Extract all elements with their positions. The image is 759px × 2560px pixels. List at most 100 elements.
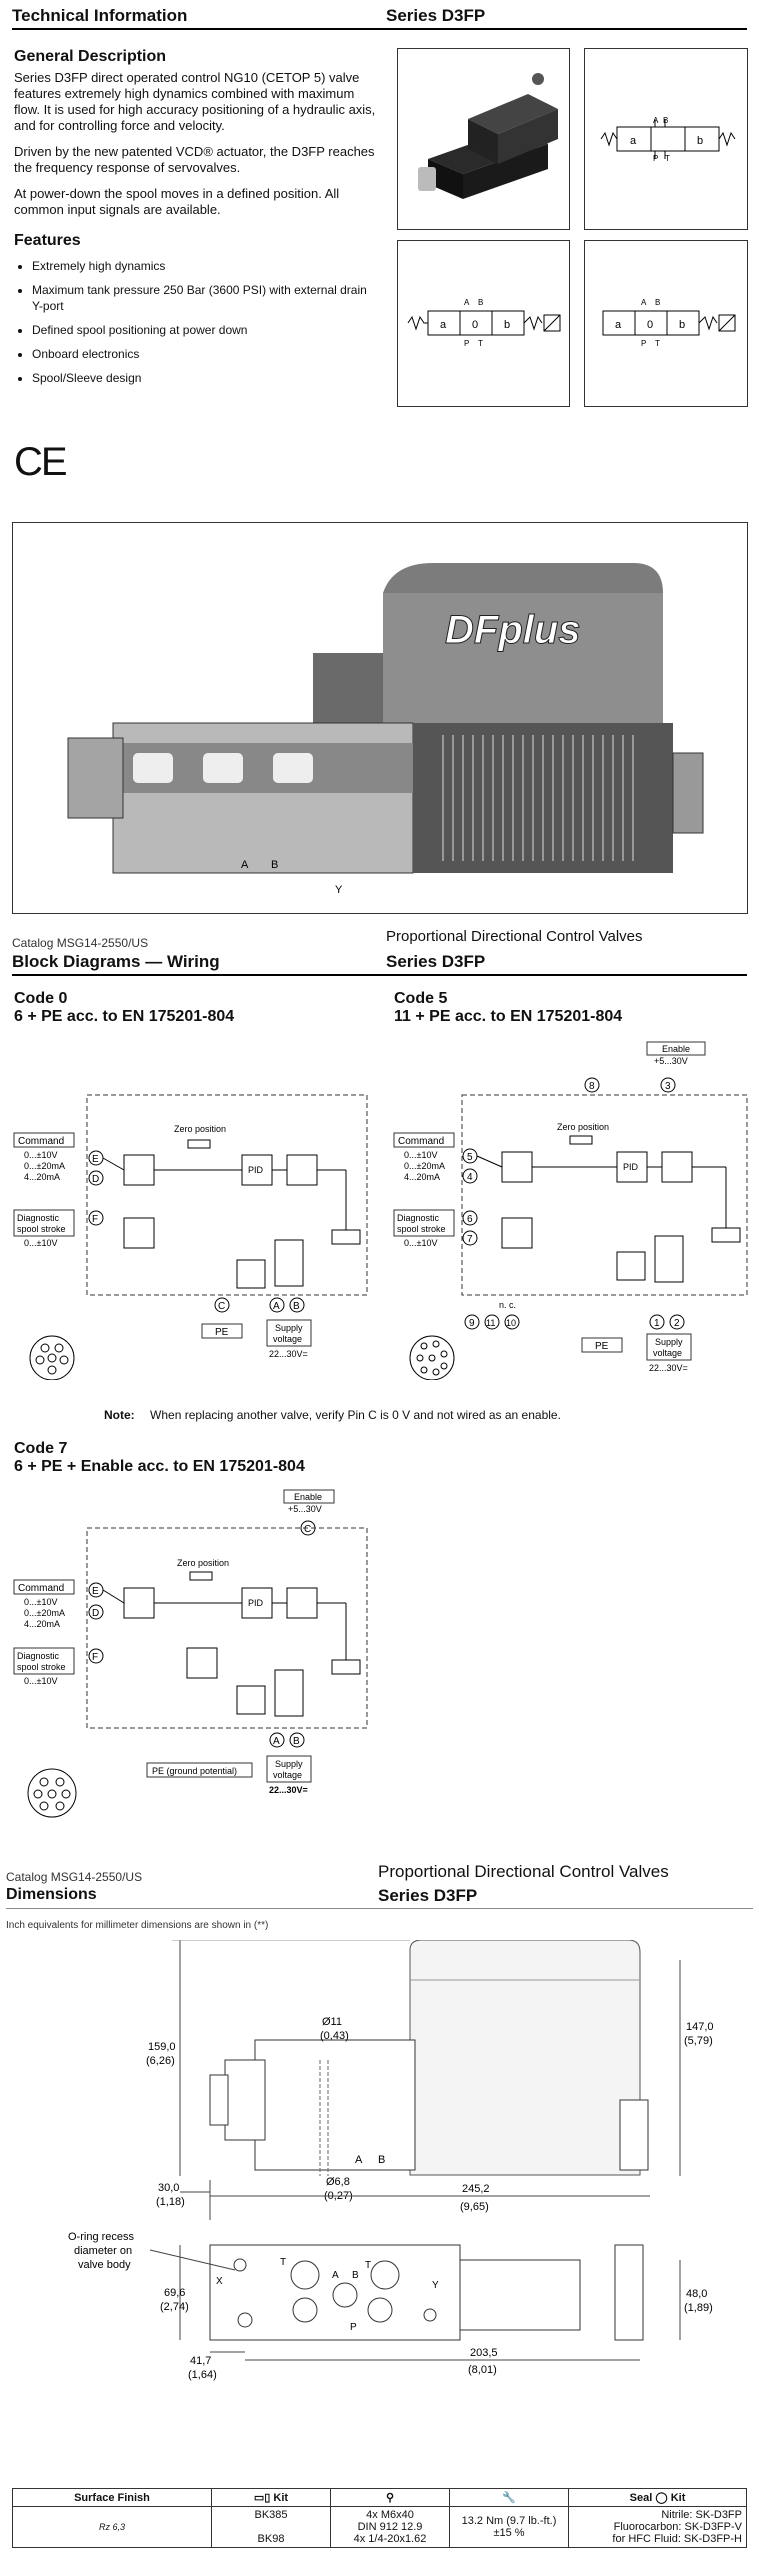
code0-wiring-diagram: Command 0...±10V 0...±20mA 4...20mA E D … <box>13 1094 368 1380</box>
c0-pin-E: E <box>92 1154 99 1165</box>
dim-147: 147,0 <box>686 2021 714 2033</box>
sym2-zero: 0 <box>472 319 478 331</box>
dim-417: 41,7 <box>190 2355 211 2367</box>
cutaway-label-Y: Y <box>335 884 343 896</box>
th-seal: Seal ◯ Kit <box>568 2488 747 2507</box>
sym2-A: A <box>464 298 470 307</box>
dim-245-in: (9,65) <box>460 2201 489 2213</box>
c7-supply1: Supply <box>275 1759 303 1769</box>
c0-zero-pos: Zero position <box>174 1124 226 1134</box>
c5-cmd-v: 0...±10V <box>404 1150 437 1160</box>
dim-417-in: (1,64) <box>188 2369 217 2381</box>
code5-heading: Code 5 11 + PE acc. to EN 175201-804 <box>394 990 622 1026</box>
code0-heading: Code 0 6 + PE acc. to EN 175201-804 <box>14 990 234 1026</box>
c5-command: Command <box>398 1136 444 1147</box>
c7-pin-F: F <box>92 1652 98 1663</box>
c7-pin-A: A <box>273 1736 280 1747</box>
c7-diag1: Diagnostic <box>17 1651 60 1661</box>
bv-lbl-Y: Y <box>432 2280 439 2291</box>
dimension-drawing: 159,0 (6,26) 147,0 (5,79) Ø11 (0,43) A B… <box>68 1940 714 2381</box>
bv-lbl-A: A <box>332 2270 339 2281</box>
c0-pin-C: C <box>218 1301 225 1312</box>
c5-pin-6: 6 <box>467 1214 473 1225</box>
c5-cmd-i2: 4...20mA <box>404 1172 440 1182</box>
valve-symbol-3: a 0 b A B P T <box>602 298 736 348</box>
sym3-A: A <box>641 298 647 307</box>
c7-pid: PID <box>248 1598 264 1608</box>
spec-table: Surface Finish ▭▯ Kit ⚲ 🔧 Seal ◯ Kit Rz … <box>12 2488 747 2548</box>
features-title: Features <box>14 232 81 249</box>
c5-pe: PE <box>595 1341 609 1352</box>
code7-heading: Code 7 6 + PE + Enable acc. to EN 175201… <box>14 1440 305 1476</box>
sym2-a: a <box>440 319 447 331</box>
page3-header-series: Series D3FP <box>378 1886 478 1905</box>
feature-item: Defined spool positioning at power down <box>32 322 380 338</box>
th-torque: 🔧 <box>449 2488 569 2507</box>
c5-nc: n. c. <box>499 1300 516 1310</box>
c5-zero-pos: Zero position <box>557 1122 609 1132</box>
dim-2035: 203,5 <box>470 2347 498 2359</box>
page2-header-rule <box>12 974 747 976</box>
oring-line2: diameter on <box>74 2245 132 2257</box>
wiring-note: Note: When replacing another valve, veri… <box>104 1408 561 1422</box>
page2-header-title: Block Diagrams — Wiring <box>12 952 220 971</box>
dim-2035-in: (8,01) <box>468 2364 497 2376</box>
wiring-note-text: When replacing another valve, verify Pin… <box>150 1408 561 1422</box>
c7-pin-D: D <box>92 1608 99 1619</box>
general-paragraph-2: Driven by the new patented VCD® actuator… <box>14 144 375 175</box>
c5-pin-10: 10 <box>506 1318 516 1328</box>
c5-pin-4: 4 <box>467 1172 473 1183</box>
page2-header-top: Proportional Directional Control Valves <box>386 928 643 945</box>
c7-diag2: spool stroke <box>17 1662 66 1672</box>
sym1-A: A <box>653 116 659 125</box>
valve-photo-image <box>418 73 558 199</box>
c7-pe-ground: PE (ground potential) <box>152 1766 237 1776</box>
code0-title: Code 0 <box>14 990 68 1007</box>
wiring-note-label: Note: <box>104 1408 135 1422</box>
c5-cmd-i1: 0...±20mA <box>404 1161 445 1171</box>
c7-cmd-i1: 0...±20mA <box>24 1608 65 1618</box>
ce-mark: CE <box>14 440 68 484</box>
code5-subtitle: 11 + PE acc. to EN 175201-804 <box>394 1008 623 1025</box>
feature-item: Maximum tank pressure 250 Bar (3600 PSI)… <box>32 282 380 314</box>
feature-item: Onboard electronics <box>32 346 380 362</box>
valve-cutaway-illustration: DFplus A B Y <box>67 563 704 896</box>
c0-supply1: Supply <box>275 1323 303 1333</box>
bv-lbl-T2: T <box>365 2260 371 2271</box>
c7-command: Command <box>18 1583 64 1594</box>
th-kit: ▭▯ Kit <box>211 2488 331 2507</box>
feature-item: Extremely high dynamics <box>32 258 380 274</box>
c7-enable: Enable <box>294 1492 322 1502</box>
c7-cmd-i2: 4...20mA <box>24 1619 60 1629</box>
dim-696-in: (2,74) <box>160 2301 189 2313</box>
dim-159: 159,0 <box>148 2041 176 2053</box>
c0-cmd-i2: 4...20mA <box>24 1172 60 1182</box>
dim-30: 30,0 <box>158 2182 179 2194</box>
c5-diag1: Diagnostic <box>397 1213 440 1223</box>
dim-11-in: (0,43) <box>320 2030 349 2042</box>
bv-lbl-P: P <box>350 2322 357 2333</box>
sym2-B: B <box>478 298 483 307</box>
page3-header-title: Dimensions <box>6 1886 97 1903</box>
c5-pid: PID <box>623 1162 639 1172</box>
c5-pin-11: 11 <box>486 1318 495 1328</box>
c0-diag2: spool stroke <box>17 1224 66 1234</box>
c5-pin-3: 3 <box>665 1081 671 1092</box>
c5-enable: Enable <box>662 1044 690 1054</box>
c0-pin-F: F <box>92 1214 98 1225</box>
valve-symbol-box-2: a 0 b A B P T <box>397 240 570 407</box>
code5-wiring-diagram: Enable +5...30V 8 3 Command 0...±10V 0..… <box>393 1041 748 1380</box>
c5-pin-7: 7 <box>467 1234 473 1245</box>
c5-supply2: voltage <box>653 1348 682 1358</box>
dim-68: Ø6,8 <box>326 2176 350 2188</box>
sym1-a: a <box>630 135 637 147</box>
td-torque: 13.2 Nm (9.7 lb.-ft.)±15 % <box>449 2506 569 2548</box>
sym1-b: b <box>697 135 703 147</box>
dim-147-in: (5,79) <box>684 2035 713 2047</box>
dim-48: 48,0 <box>686 2288 707 2300</box>
c5-pin-5: 5 <box>467 1152 473 1163</box>
code5-title: Code 5 <box>394 990 448 1007</box>
c5-pin-2: 2 <box>674 1318 680 1329</box>
dim-lbl-B: B <box>378 2154 385 2166</box>
